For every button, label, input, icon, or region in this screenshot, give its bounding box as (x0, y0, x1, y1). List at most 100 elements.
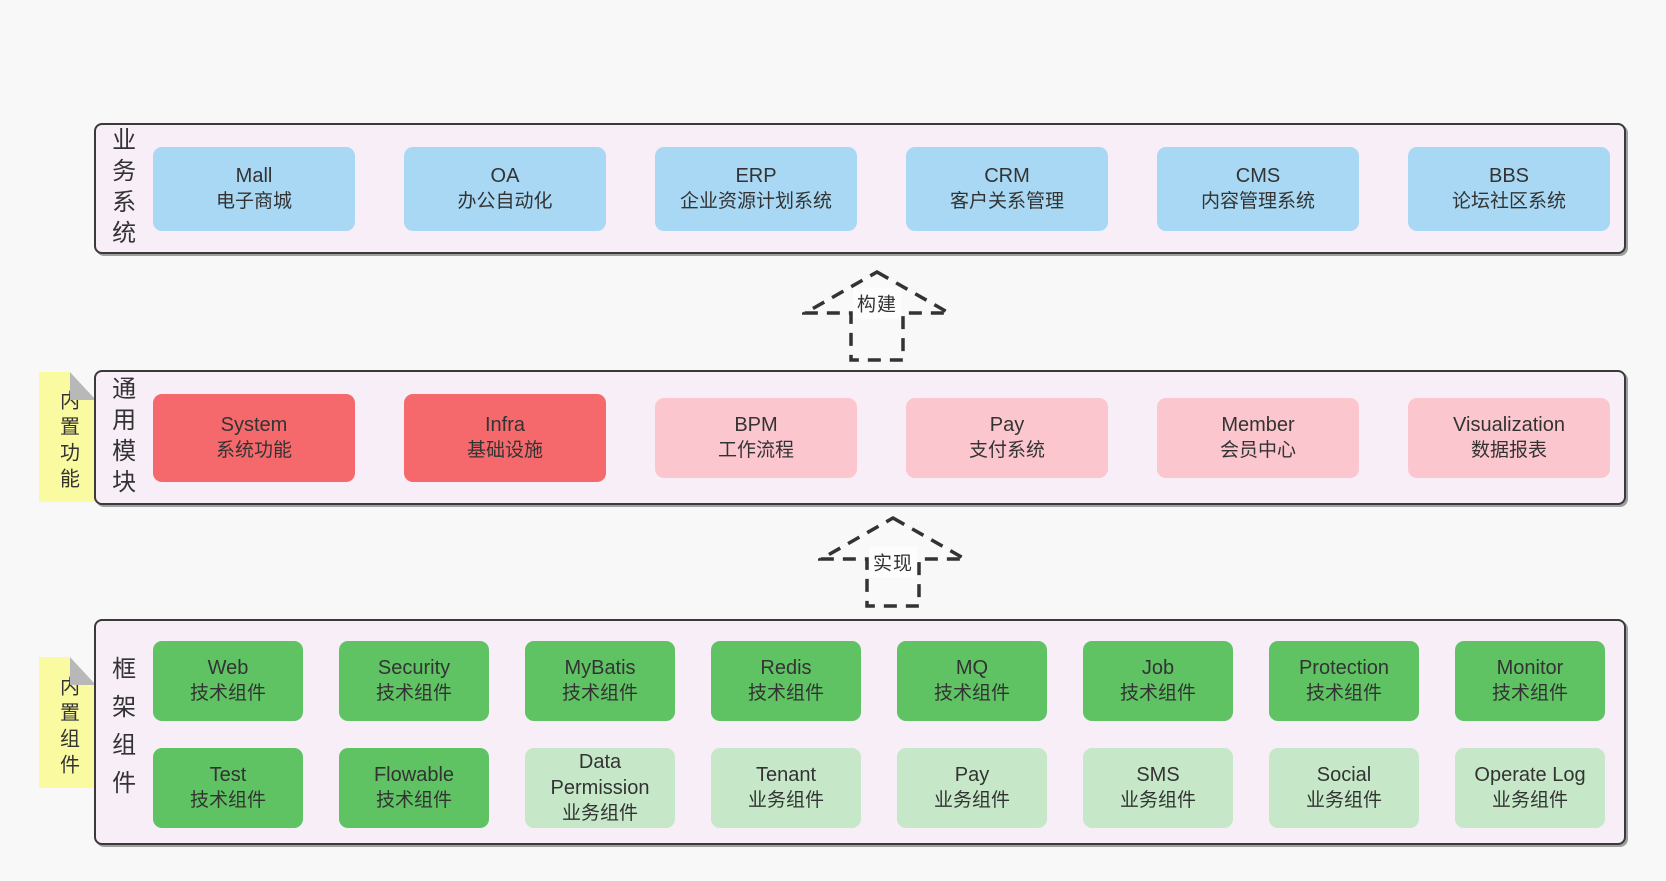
box-subtitle: 企业资源计划系统 (679, 190, 832, 212)
section-business-systems: 业务系统 Mall 电子商城 OA 办公自动化 ERP 企业资源计划系统 CRM 客户关系管理… (94, 123, 1626, 254)
box-subtitle: 基础设施 (466, 439, 543, 461)
box-test: Test 技术组件 (153, 748, 303, 828)
box-sms: SMS 业务组件 (1083, 748, 1233, 828)
box-subtitle: 数据报表 (1470, 439, 1547, 461)
box-subtitle: 技术组件 (561, 683, 638, 704)
box-title: Security (377, 657, 451, 679)
box-subtitle: 论坛社区系统 (1451, 190, 1566, 212)
box-cms: CMS 内容管理系统 (1157, 146, 1359, 231)
box-subtitle: 业务组件 (1119, 790, 1196, 811)
box-title: Mall (235, 164, 273, 187)
sticky-note-label: 内置组件 (56, 675, 79, 780)
box-erp: ERP 企业资源计划系统 (655, 146, 857, 231)
box-title: Web (207, 657, 249, 679)
box-mq: MQ 技术组件 (897, 641, 1047, 721)
box-subtitle: 技术组件 (1491, 683, 1568, 704)
box-title: OA (490, 164, 520, 187)
section-label-modules: 通用模块 (107, 375, 135, 500)
box-title: System (220, 413, 288, 436)
box-pay: Pay 业务组件 (897, 748, 1047, 828)
business-box-row: Mall 电子商城 OA 办公自动化 ERP 企业资源计划系统 CRM 客户关系管理 CMS 内容… (153, 146, 1610, 231)
box-title: SMS (1136, 764, 1180, 786)
box-redis: Redis 技术组件 (711, 641, 861, 721)
box-subtitle: 技术组件 (933, 683, 1010, 704)
box-bpm: BPM 工作流程 (655, 397, 857, 478)
box-title: Member (1221, 413, 1295, 436)
box-tenant: Tenant 业务组件 (711, 748, 861, 828)
box-subtitle: 客户关系管理 (949, 190, 1064, 212)
box-title: Visualization (1453, 413, 1565, 436)
box-title: CMS (1235, 164, 1281, 187)
box-title: Flowable (373, 764, 455, 786)
box-oa: OA 办公自动化 (404, 146, 606, 231)
box-flowable: Flowable 技术组件 (339, 748, 489, 828)
box-title: Test (209, 764, 247, 786)
box-title: Social (1316, 764, 1372, 786)
box-subtitle: 电子商城 (215, 190, 292, 212)
box-title: Tenant (755, 764, 817, 786)
box-title: Redis (760, 657, 812, 679)
box-title: Infra (484, 413, 526, 436)
box-subtitle: 业务组件 (747, 790, 824, 811)
box-subtitle: 业务组件 (933, 790, 1010, 811)
box-subtitle: 技术组件 (747, 683, 824, 704)
box-pay: Pay 支付系统 (906, 397, 1108, 478)
box-title: BPM (734, 413, 778, 436)
box-protection: Protection 技术组件 (1269, 641, 1419, 721)
box-subtitle: 业务组件 (1491, 790, 1568, 811)
box-subtitle: 会员中心 (1219, 439, 1296, 461)
sticky-note-label: 内置功能 (56, 390, 79, 494)
modules-box-row: System 系统功能 Infra 基础设施 BPM 工作流程 Pay 支付系统 Member 会… (153, 393, 1610, 482)
box-subtitle: 支付系统 (968, 439, 1045, 461)
section-label-business: 业务系统 (107, 126, 135, 251)
box-subtitle: 技术组件 (189, 790, 266, 811)
box-member: Member 会员中心 (1157, 397, 1359, 478)
box-title: Pay (954, 764, 990, 786)
implement-arrow-label: 实现 (868, 546, 918, 578)
box-subtitle: 业务组件 (1305, 790, 1382, 811)
box-operate-log: Operate Log 业务组件 (1455, 748, 1605, 828)
box-infra: Infra 基础设施 (404, 393, 606, 482)
box-crm: CRM 客户关系管理 (906, 146, 1108, 231)
box-mall: Mall 电子商城 (153, 146, 355, 231)
box-system: System 系统功能 (153, 393, 355, 482)
box-job: Job 技术组件 (1083, 641, 1233, 721)
box-title: MyBatis (564, 657, 636, 679)
box-subtitle: 技术组件 (375, 790, 452, 811)
box-subtitle: 系统功能 (215, 439, 292, 461)
box-security: Security 技术组件 (339, 641, 489, 721)
box-mybatis: MyBatis 技术组件 (525, 641, 675, 721)
box-visualization: Visualization 数据报表 (1408, 397, 1610, 478)
box-data-permission: Data Permission 业务组件 (525, 748, 675, 828)
section-label-components: 框架组件 (107, 656, 135, 808)
box-social: Social 业务组件 (1269, 748, 1419, 828)
box-subtitle: 技术组件 (1119, 683, 1196, 704)
box-title: ERP (735, 164, 777, 187)
box-title: MQ (955, 657, 989, 679)
section-common-modules: 通用模块 System 系统功能 Infra 基础设施 BPM 工作流程 Pay 支付系统 Me… (94, 370, 1626, 505)
box-title: Operate Log (1474, 764, 1586, 786)
box-subtitle: 技术组件 (1305, 683, 1382, 704)
sticky-note-builtin-components: 内置组件 (39, 657, 96, 788)
box-title: Data Permission (550, 751, 650, 799)
box-monitor: Monitor 技术组件 (1455, 641, 1605, 721)
box-subtitle: 技术组件 (189, 683, 266, 704)
box-bbs: BBS 论坛社区系统 (1408, 146, 1610, 231)
box-subtitle: 办公自动化 (457, 190, 553, 212)
box-title: Monitor (1496, 657, 1564, 679)
box-title: Job (1141, 657, 1175, 679)
box-title: CRM (984, 164, 1030, 187)
box-subtitle: 技术组件 (375, 683, 452, 704)
box-title: Protection (1298, 657, 1390, 679)
box-title: Pay (989, 413, 1025, 436)
box-title: BBS (1488, 164, 1530, 187)
box-subtitle: 业务组件 (561, 803, 638, 824)
sticky-note-builtin-features: 内置功能 (39, 372, 96, 502)
build-arrow-label: 构建 (852, 287, 902, 319)
box-web: Web 技术组件 (153, 641, 303, 721)
box-subtitle: 内容管理系统 (1200, 190, 1315, 212)
box-subtitle: 工作流程 (717, 439, 794, 461)
